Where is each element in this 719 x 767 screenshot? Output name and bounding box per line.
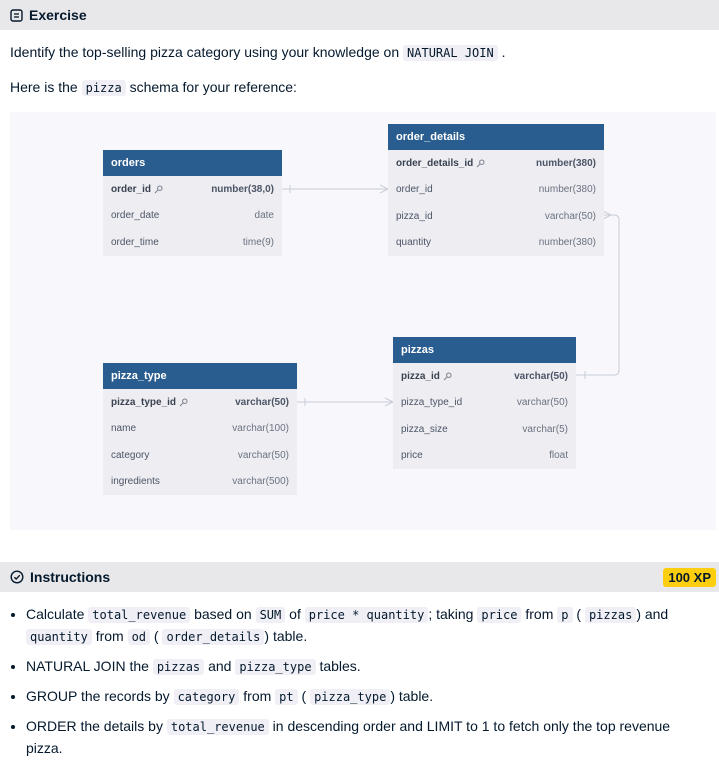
exercise-title: Exercise	[29, 7, 87, 23]
notebook-icon	[10, 8, 23, 22]
order-details-table: order_details order_details_id number(38…	[388, 124, 604, 256]
instructions-title: Instructions	[30, 569, 111, 585]
table-row: pizza_type_id varchar(50)	[111, 396, 289, 408]
table-title: order_details	[388, 124, 604, 150]
key-icon	[443, 372, 452, 381]
list-item: Calculate total_revenue based on SUM of …	[26, 604, 700, 648]
inline-code: NATURAL JOIN	[403, 45, 498, 61]
instructions-list: Calculate total_revenue based on SUM of …	[0, 604, 700, 767]
instructions-header: Instructions	[0, 562, 719, 592]
key-icon	[476, 159, 485, 168]
table-title: pizza_type	[103, 363, 297, 389]
table-row: order_details_id number(380)	[396, 157, 596, 169]
inline-code: pizza	[81, 80, 126, 96]
key-icon	[154, 185, 163, 194]
key-icon	[179, 398, 188, 407]
schema-intro: Here is the pizza schema for your refere…	[10, 79, 297, 96]
table-row: pizza_id varchar(50)	[401, 370, 568, 382]
exercise-intro: Identify the top-selling pizza category …	[10, 44, 506, 61]
table-title: pizzas	[393, 337, 576, 363]
check-circle-icon	[10, 570, 24, 584]
table-row: order_id number(38,0)	[111, 183, 274, 195]
list-item: ORDER the details by total_revenue in de…	[26, 716, 700, 759]
table-title: orders	[103, 150, 282, 176]
pizza-type-table: pizza_type pizza_type_id varchar(50) nam…	[103, 363, 297, 495]
pizzas-table: pizzas pizza_id varchar(50) pizza_type_i…	[393, 337, 576, 469]
list-item: NATURAL JOIN the pizzas and pizza_type t…	[26, 656, 700, 678]
xp-badge: 100 XP	[663, 568, 716, 587]
exercise-header: Exercise	[0, 0, 719, 30]
list-item: GROUP the records by category from pt ( …	[26, 686, 700, 708]
